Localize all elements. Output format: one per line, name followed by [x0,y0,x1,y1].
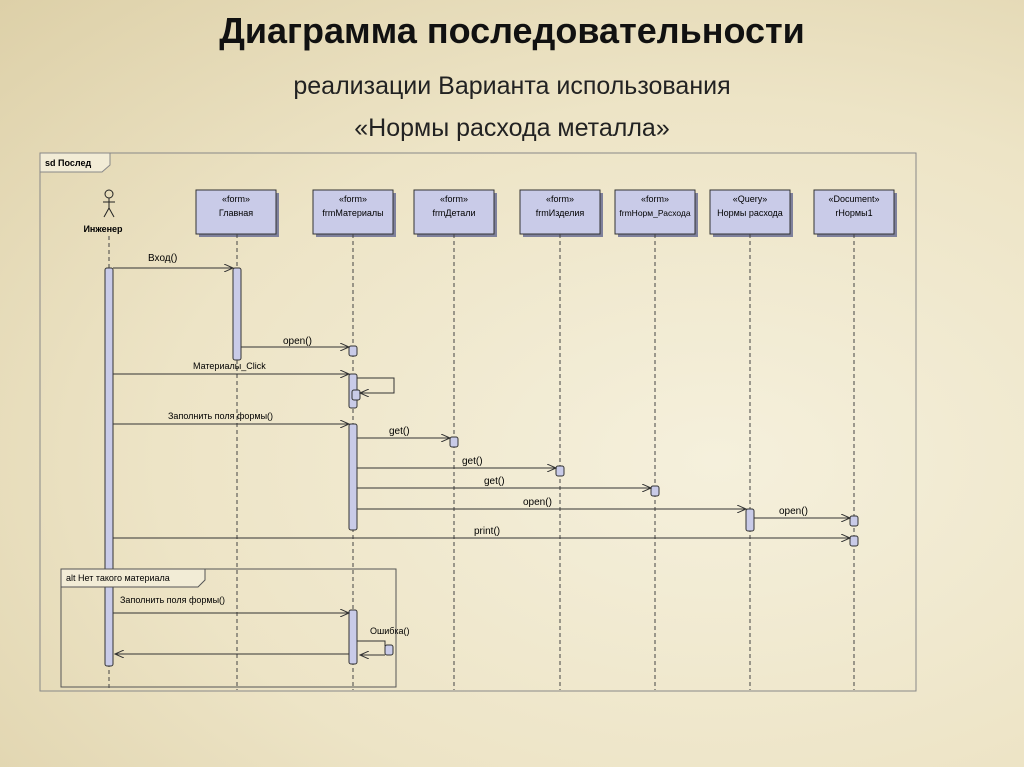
alt-fragment-label: alt Нет такого материала [66,573,170,583]
msg-open-materialy: open() [283,336,312,347]
slide-title: Диаграмма последовательности [219,10,805,51]
svg-text:Нормы расхода: Нормы расхода [717,208,783,218]
msg-get-norm-raskhoda: get() [484,476,505,487]
lifeline-head-glavnaya: «form» Главная [195,189,279,237]
actor-engineer-icon [103,189,115,218]
lifeline-head-rnormy1-document: «Document» rНормы1 [813,189,897,237]
messages [113,268,850,655]
actor-name: Инженер [83,224,123,234]
svg-text:«Document»: «Document» [828,194,879,204]
svg-text:«form»: «form» [339,194,367,204]
svg-text:rНормы1: rНормы1 [835,208,872,218]
lifeline-head-frm-detali: «form» frmДетали [413,189,497,237]
msg-print: print() [474,526,500,537]
svg-text:frmМатериалы: frmМатериалы [322,208,383,218]
msg-open-document: open() [779,506,808,517]
msg-get-izdeliya: get() [462,456,483,467]
frame-label-tab [39,152,111,173]
svg-text:«form»: «form» [222,194,250,204]
msg-zapolnit-polya: Заполнить поля формы() [168,411,273,421]
lifeline-head-frm-materialy: «form» frmМатериалы [312,189,396,237]
svg-text:«form»: «form» [440,194,468,204]
msg-vkhod: Вход() [148,253,177,264]
slide-subtitle-line1: реализации Варианта использования [293,72,731,100]
svg-text:«Query»: «Query» [733,194,768,204]
msg-open-query: open() [523,497,552,508]
svg-text:frmИзделия: frmИзделия [536,208,585,218]
svg-text:frmДетали: frmДетали [432,208,475,218]
activation-bars [104,267,859,667]
svg-text:Главная: Главная [219,208,253,218]
alt-fragment [60,568,397,688]
svg-text:«form»: «form» [546,194,574,204]
svg-text:«form»: «form» [641,194,669,204]
frame-label: sd Послед [45,158,91,168]
msg-zapolnit-polya-alt: Заполнить поля формы() [120,595,225,605]
lifeline-head-frm-izdeliya: «form» frmИзделия [519,189,603,237]
msg-materialy-click: Материалы_Click [193,361,266,371]
slide-subtitle-line2: «Нормы расхода металла» [354,114,670,142]
msg-get-detali: get() [389,426,410,437]
lifeline-head-frm-norm-raskhoda: «form» frmНорм_Расхода [614,189,698,237]
alt-fragment-tab [60,568,206,588]
svg-text:frmНорм_Расхода: frmНорм_Расхода [619,208,690,218]
msg-oshibka: Ошибка() [370,626,410,636]
lifeline-head-normy-raskhoda-query: «Query» Нормы расхода [709,189,793,237]
diagram-frame [39,152,917,692]
